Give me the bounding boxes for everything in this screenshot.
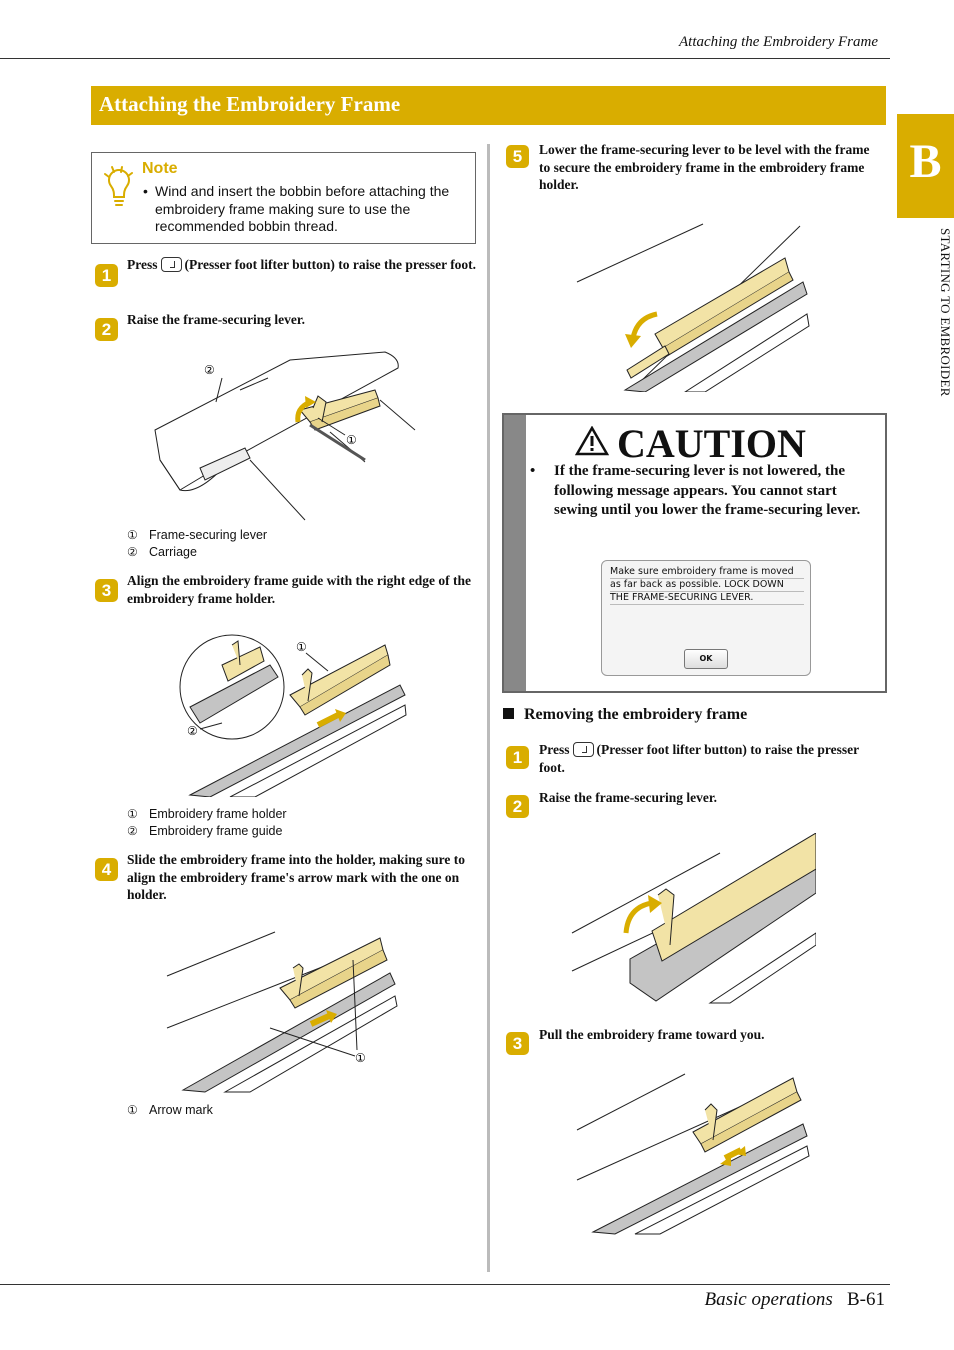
note-lightbulb-icon [104, 166, 133, 206]
removing-heading-text: Removing the embroidery frame [524, 706, 748, 723]
message-line: Make sure embroidery frame is moved [610, 566, 804, 579]
footer-section: Basic operations [704, 1289, 833, 1310]
callout-lever: ① [346, 433, 357, 447]
callout-holder: ① [296, 640, 307, 654]
legend-item: ① Arrow mark [127, 1103, 327, 1121]
caution-bullet: • [530, 463, 536, 479]
ok-button[interactable]: OK [684, 649, 728, 669]
caution-title: CAUTION [617, 421, 806, 466]
column-divider [487, 144, 490, 1272]
chapter-letter: B [909, 135, 942, 188]
step-text-rest: (Presser foot lifter button) to raise th… [184, 257, 477, 272]
chapter-side-label: STARTING TO EMBROIDER [905, 228, 953, 428]
legend-item: ② Embroidery frame guide [127, 824, 347, 842]
caution-side-bar [504, 415, 526, 691]
caution-box [502, 413, 887, 693]
page-number: B-61 [847, 1289, 885, 1310]
step-text: Lower the frame-securing lever to be lev… [539, 142, 870, 192]
step-number: 1 [506, 746, 529, 769]
legend-item: ① Frame-securing lever [127, 528, 327, 546]
note-bullet: • [143, 183, 148, 199]
legend-text: Frame-securing lever [149, 528, 268, 542]
note-text: Wind and insert the bobbin before attach… [155, 183, 450, 234]
step-text-lead: Press [539, 742, 570, 757]
lower-lever-illustration [576, 223, 810, 392]
heading-square-icon [503, 708, 514, 719]
legend-number: ① [127, 807, 138, 821]
chapter-tab: B [897, 114, 954, 218]
message-line: as far back as possible. LOCK DOWN [610, 579, 804, 592]
running-header: Attaching the Embroidery Frame [679, 34, 878, 50]
step-text: Press (Presser foot lifter button) to rai… [127, 256, 477, 274]
step-number: 4 [95, 858, 118, 881]
step-text: Press(Presser foot lifter button) to rai… [539, 741, 884, 776]
legend-number: ② [127, 545, 138, 559]
step-text: Align the embroidery frame guide with th… [127, 573, 471, 606]
presser-foot-lifter-icon [160, 257, 182, 272]
callout-guide: ② [187, 724, 198, 738]
footer-rule [0, 1284, 890, 1285]
section-banner: Attaching the Embroidery Frame [91, 86, 886, 125]
step-text-lead: Press [127, 257, 158, 272]
slide-frame-illustration: ① [166, 931, 398, 1093]
note-box [91, 152, 476, 244]
section-title: Attaching the Embroidery Frame [99, 92, 401, 116]
frame-alignment-illustration: ① ② [179, 634, 407, 797]
step-number: 2 [95, 318, 118, 341]
raise-lever-illustration [571, 833, 816, 1004]
caution-text: If the frame-securing lever is not lower… [554, 463, 861, 518]
step-text: Raise the frame-securing lever. [127, 312, 305, 327]
note-title: Note [142, 160, 178, 177]
header-rule [0, 58, 890, 59]
step-number: 2 [506, 795, 529, 818]
step-number: 3 [95, 579, 118, 602]
legend-number: ② [127, 824, 138, 838]
pull-frame-illustration [576, 1073, 810, 1235]
message-text: Make sure embroidery frame is moved as f… [606, 564, 806, 605]
legend-text: Embroidery frame guide [149, 824, 283, 838]
step-text: Pull the embroidery frame toward you. [539, 1027, 765, 1042]
step-text: Raise the frame-securing lever. [539, 790, 717, 805]
step-text-rest: (Presser foot lifter button) to raise th… [539, 742, 859, 775]
step-number: 5 [506, 145, 529, 168]
step-text: Slide the embroidery frame into the hold… [127, 852, 465, 902]
legend-text: Carriage [149, 545, 197, 559]
presser-foot-lifter-icon [572, 742, 594, 757]
message-line: THE FRAME-SECURING LEVER. [610, 592, 804, 605]
legend-item: ② Carriage [127, 545, 327, 563]
footer: Basic operations B-61 [640, 1289, 886, 1311]
carriage-illustration: ② ① [154, 351, 416, 521]
callout-carriage: ② [204, 363, 215, 377]
step-number: 1 [95, 264, 118, 287]
legend-number: ① [127, 1103, 138, 1117]
callout-arrow-mark: ① [355, 1051, 366, 1065]
legend-text: Arrow mark [149, 1103, 213, 1117]
legend-number: ① [127, 528, 138, 542]
step-number: 3 [506, 1032, 529, 1055]
warning-triangle-icon [575, 426, 609, 456]
legend-text: Embroidery frame holder [149, 807, 287, 821]
chapter-side-label-text: STARTING TO EMBROIDER [938, 228, 953, 397]
legend-item: ① Embroidery frame holder [127, 807, 347, 825]
removing-heading: Removing the embroidery frame [503, 706, 747, 724]
